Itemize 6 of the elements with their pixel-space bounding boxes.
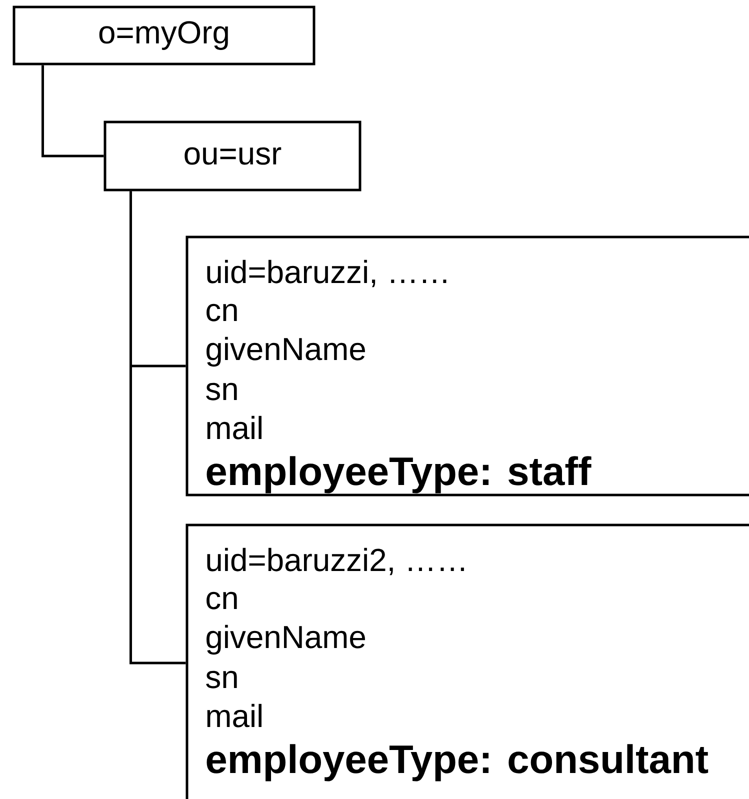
entry-box: uid=baruzzi2, …… cn givenName sn mail employeeType: consultant [186, 524, 749, 799]
connector-line [42, 65, 104, 158]
entry-box: uid=baruzzi, …… cn givenName sn mail employeeType: staff [186, 236, 749, 496]
entry-box: ou=usr [104, 120, 362, 192]
entry-box: o=myOrg [12, 6, 316, 66]
connector-line [130, 191, 186, 664]
